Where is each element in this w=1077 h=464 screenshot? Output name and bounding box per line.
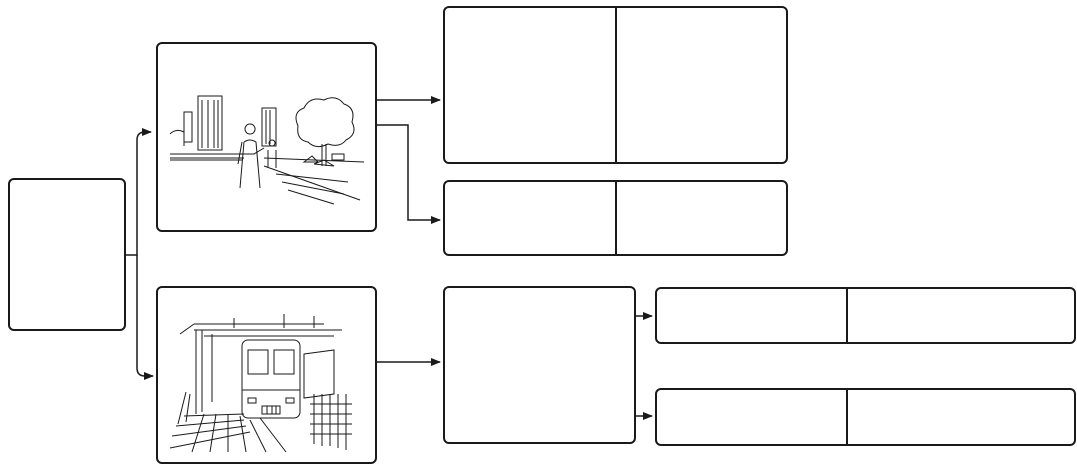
outdoor-result-b-box <box>443 180 788 256</box>
edge-outdoor-scene-to-result-b <box>377 124 441 224</box>
underground-result-a-divider <box>846 289 848 342</box>
subway-platform-illustration <box>169 314 352 453</box>
outdoor-result-a-box <box>443 6 788 164</box>
underground-intermediate-box <box>443 286 636 444</box>
outdoor-result-b-divider <box>615 182 617 254</box>
street-scene-illustration <box>169 95 364 205</box>
underground-scene-box <box>156 286 377 464</box>
edge-root-to-underground-scene <box>136 255 154 380</box>
outdoor-result-a-divider <box>615 8 617 162</box>
edge-root-to-outdoor-scene <box>126 128 152 256</box>
underground-result-b-divider <box>846 390 848 444</box>
root-box <box>8 178 126 331</box>
underground-result-b-box <box>655 388 1076 446</box>
outdoor-scene-box <box>156 42 377 232</box>
underground-result-a-box <box>655 287 1076 344</box>
